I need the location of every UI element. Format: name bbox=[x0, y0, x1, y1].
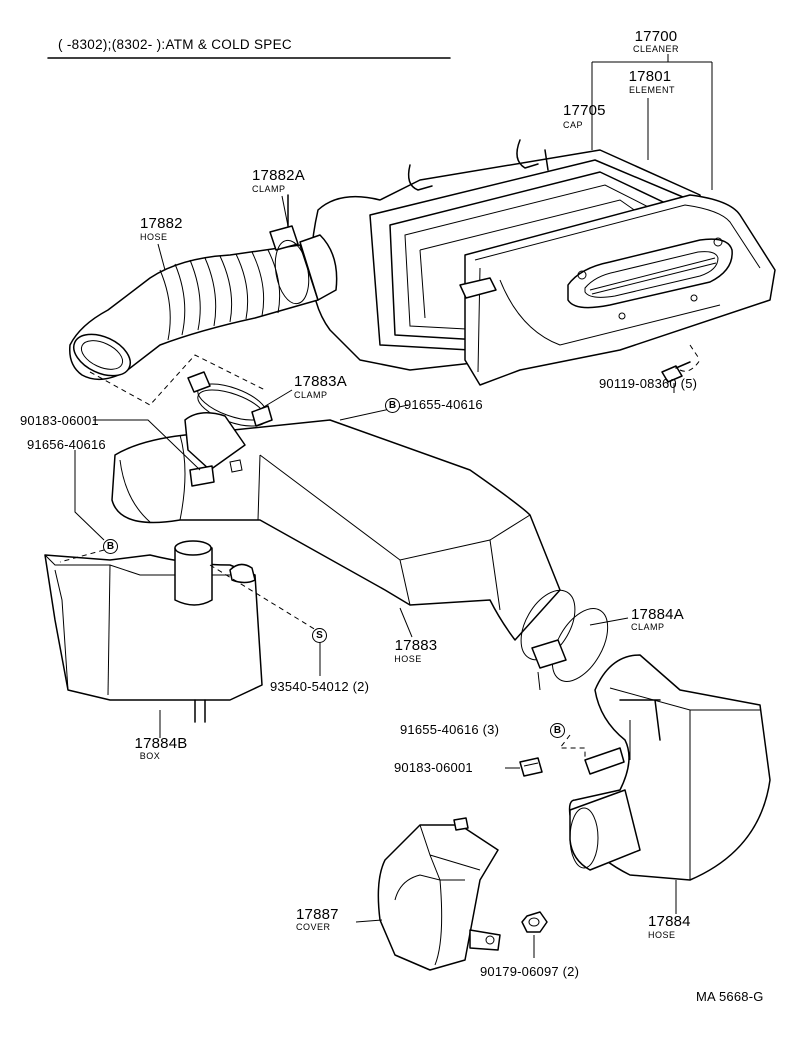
part-name-hose-17882: HOSE bbox=[140, 232, 168, 242]
cap-clips bbox=[407, 139, 549, 191]
hose-17882 bbox=[69, 234, 338, 381]
hose-17883 bbox=[111, 412, 561, 641]
part-name-cover-17887: COVER bbox=[296, 922, 331, 932]
figure-code: MA 5668-G bbox=[696, 989, 764, 1004]
part-number-cover-17887: 17887 bbox=[296, 906, 339, 923]
leader-lines bbox=[59, 98, 677, 958]
nut-90179 bbox=[521, 911, 548, 933]
header-spec: ( -8302);(8302- ):ATM & COLD SPEC bbox=[58, 37, 292, 52]
part-number-hose-17882: 17882 bbox=[140, 215, 183, 232]
part-number-cap: 17705 bbox=[563, 102, 606, 119]
part-number-bolt-90119: 90119-08360 (5) bbox=[599, 376, 698, 391]
cleaner-bracket bbox=[591, 54, 713, 190]
part-number-clamp-17882A: 17882A bbox=[252, 167, 305, 184]
part-name-box-17884B: BOX bbox=[139, 751, 161, 761]
part-number-clip-90183-left: 90183-06001 bbox=[20, 413, 99, 428]
badge-s: S bbox=[312, 628, 327, 643]
bolt-90119 bbox=[661, 344, 701, 383]
hose-17884 bbox=[568, 654, 771, 881]
clamp-17882A bbox=[269, 194, 310, 305]
air-cleaner-cap bbox=[459, 194, 776, 386]
clamp-17884A bbox=[520, 589, 609, 691]
badge-b-left: B bbox=[103, 539, 118, 554]
part-number-screw-93540: 93540-54012 (2) bbox=[270, 679, 370, 694]
part-number-nut-90179: 90179-06097 (2) bbox=[480, 964, 580, 979]
clip-90183-right bbox=[519, 757, 543, 777]
badge-b-right: B bbox=[550, 723, 565, 738]
part-number-grommet-91655-top: 91655-40616 bbox=[404, 397, 483, 412]
part-number-hose-17883: 17883 bbox=[394, 637, 438, 654]
badge-b-top: B bbox=[385, 398, 400, 413]
part-name-cap: CAP bbox=[563, 120, 584, 130]
dashed-callout-box bbox=[89, 354, 266, 406]
part-name-element: ELEMENT bbox=[628, 85, 675, 95]
part-number-clip-90183-right: 90183-06001 bbox=[394, 760, 473, 775]
part-number-clamp-17883A: 17883A bbox=[294, 373, 347, 390]
part-name-hose-17883: HOSE bbox=[394, 654, 422, 664]
part-number-hose-17884: 17884 bbox=[648, 913, 691, 930]
part-name-hose-17884: HOSE bbox=[648, 930, 676, 940]
part-number-box-17884B: 17884B bbox=[134, 735, 188, 752]
part-number-grommet-91656: 91656-40616 bbox=[27, 437, 106, 452]
part-number-cleaner: 17700 bbox=[634, 28, 678, 45]
part-name-clamp-17882A: CLAMP bbox=[252, 184, 286, 194]
part-name-clamp-17883A: CLAMP bbox=[294, 390, 328, 400]
cover-17887 bbox=[377, 817, 501, 971]
part-number-grommet-91655-right: 91655-40616 (3) bbox=[400, 722, 500, 737]
part-name-clamp-17884A: CLAMP bbox=[631, 622, 665, 632]
part-name-cleaner: CLEANER bbox=[632, 44, 679, 54]
part-number-clamp-17884A: 17884A bbox=[631, 606, 684, 623]
part-number-element: 17801 bbox=[628, 68, 672, 85]
box-17884B bbox=[44, 540, 263, 723]
